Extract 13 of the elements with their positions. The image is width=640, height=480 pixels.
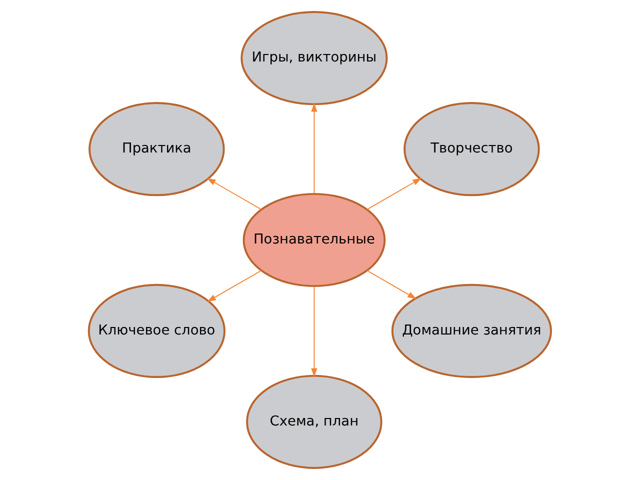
node-ellipse: Ключевое слово	[88, 284, 226, 378]
node-ellipse: Познавательные	[242, 192, 386, 288]
arrow	[311, 286, 318, 378]
node-ellipse: Игры, викторины	[240, 11, 388, 106]
node-ellipse: Схема, план	[246, 374, 382, 469]
node-ellipse: Творчество	[404, 102, 540, 196]
arrow	[366, 178, 422, 210]
arrow	[207, 270, 262, 302]
node-ellipse: Практика	[88, 102, 225, 196]
arrow	[366, 270, 416, 300]
arrow	[206, 178, 262, 210]
arrow	[311, 102, 318, 194]
node-ellipse: Домашние занятия	[391, 284, 552, 378]
